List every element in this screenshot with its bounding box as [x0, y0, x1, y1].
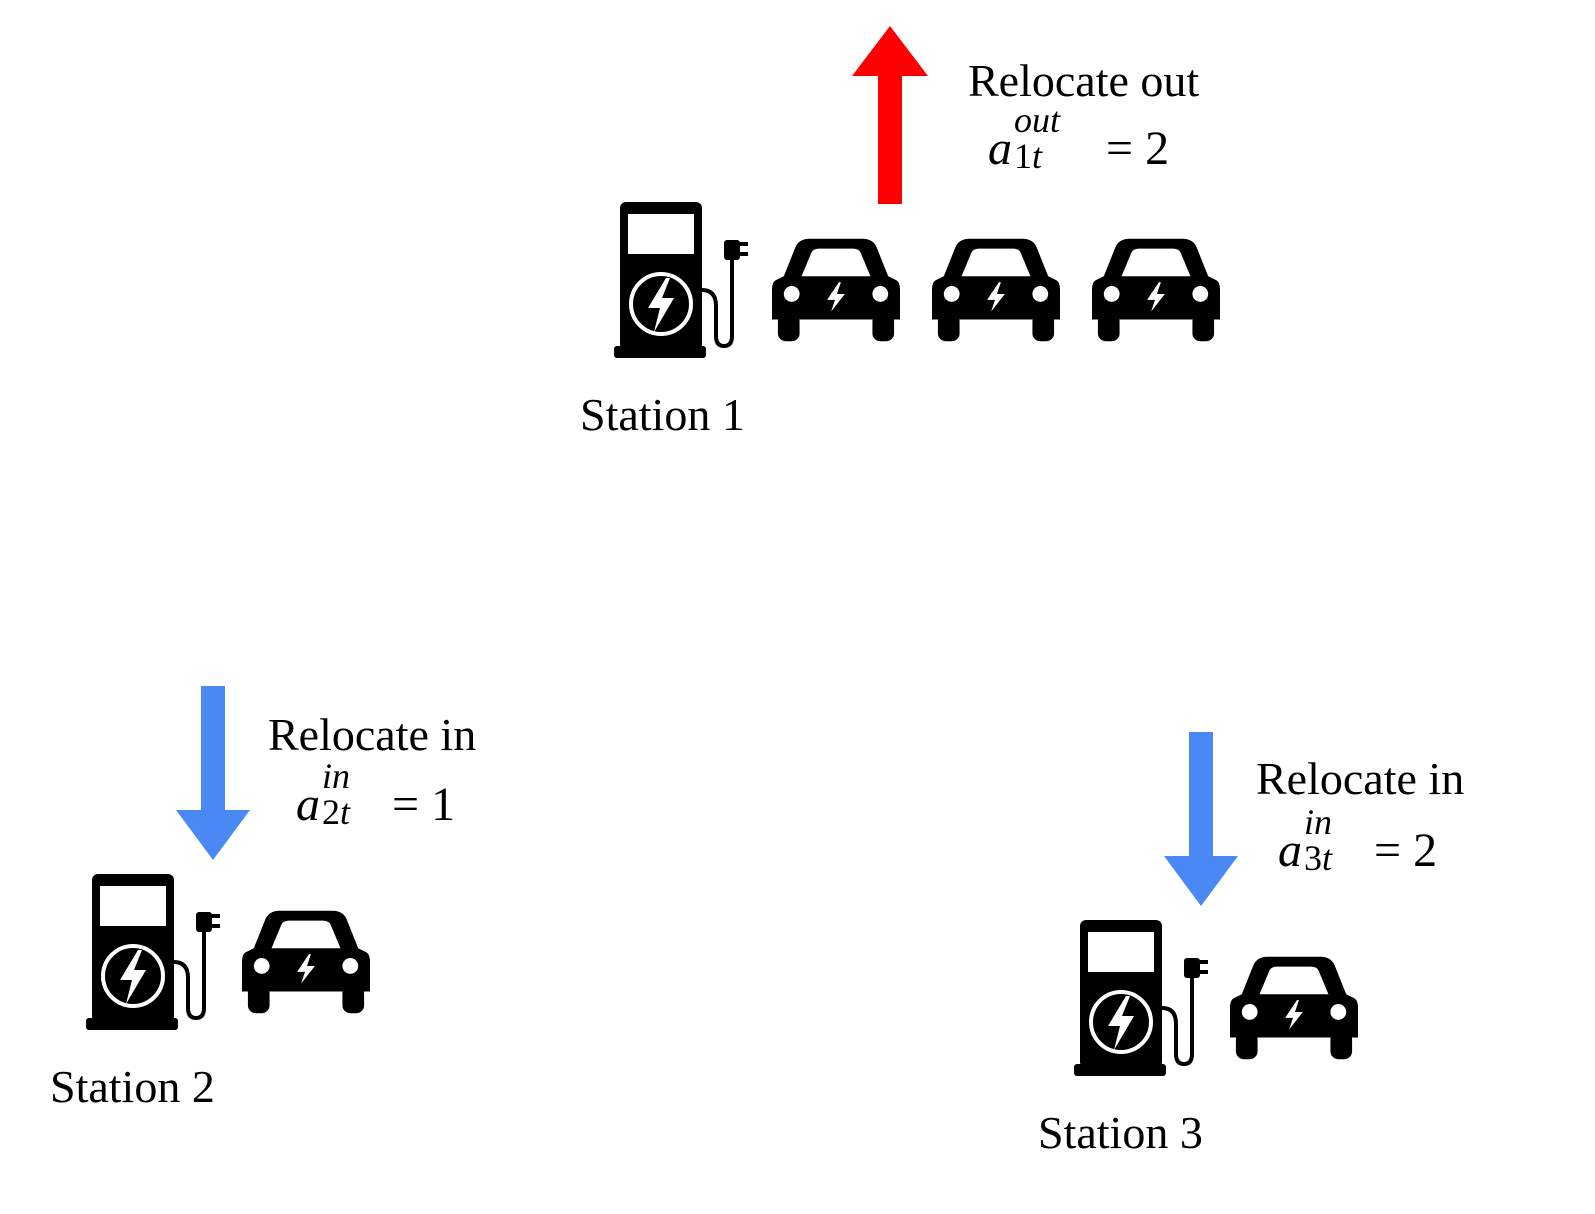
- action-superscript: out: [1014, 100, 1061, 140]
- arrow-down-icon: [1164, 732, 1238, 906]
- electric-car-icon: [242, 908, 370, 1016]
- action-value: 2: [1145, 122, 1170, 175]
- action-superscript: in: [1304, 802, 1333, 842]
- equals-sign: =: [1106, 122, 1134, 175]
- station-2-label: Station 2: [50, 1061, 215, 1112]
- action-subscript: 1t: [1014, 136, 1043, 176]
- arrow-up-icon: [852, 26, 928, 204]
- action-value: 2: [1413, 824, 1438, 877]
- action-subscript: 3t: [1304, 838, 1333, 878]
- equals-sign: =: [392, 778, 420, 831]
- electric-car-icon: [1230, 954, 1358, 1062]
- arrow-down-icon: [176, 686, 250, 860]
- action-superscript: in: [322, 756, 351, 796]
- action-value: 1: [431, 778, 456, 831]
- station-2-action-caption: Relocate in: [268, 709, 477, 760]
- action-variable: a: [296, 778, 320, 831]
- relocate-out-arrow: [852, 26, 928, 204]
- electric-car-icon: [932, 236, 1060, 344]
- station-1-label: Station 1: [580, 389, 745, 440]
- action-subscript: 2t: [322, 792, 351, 832]
- ev-charger-icon: [1074, 918, 1214, 1078]
- relocate-in-arrow: [176, 686, 250, 860]
- action-variable: a: [1278, 824, 1302, 877]
- relocate-in-arrow: [1164, 732, 1238, 906]
- electric-car-icon: [772, 236, 900, 344]
- station-3-label: Station 3: [1038, 1107, 1203, 1158]
- electric-car-icon: [1092, 236, 1220, 344]
- station-1-action-caption: Relocate out: [968, 55, 1200, 106]
- station-3-action-caption: Relocate in: [1256, 753, 1465, 804]
- equals-sign: =: [1374, 824, 1402, 877]
- ev-charger-icon: [614, 200, 754, 360]
- ev-charger-icon: [86, 872, 226, 1032]
- action-variable: a: [988, 122, 1012, 175]
